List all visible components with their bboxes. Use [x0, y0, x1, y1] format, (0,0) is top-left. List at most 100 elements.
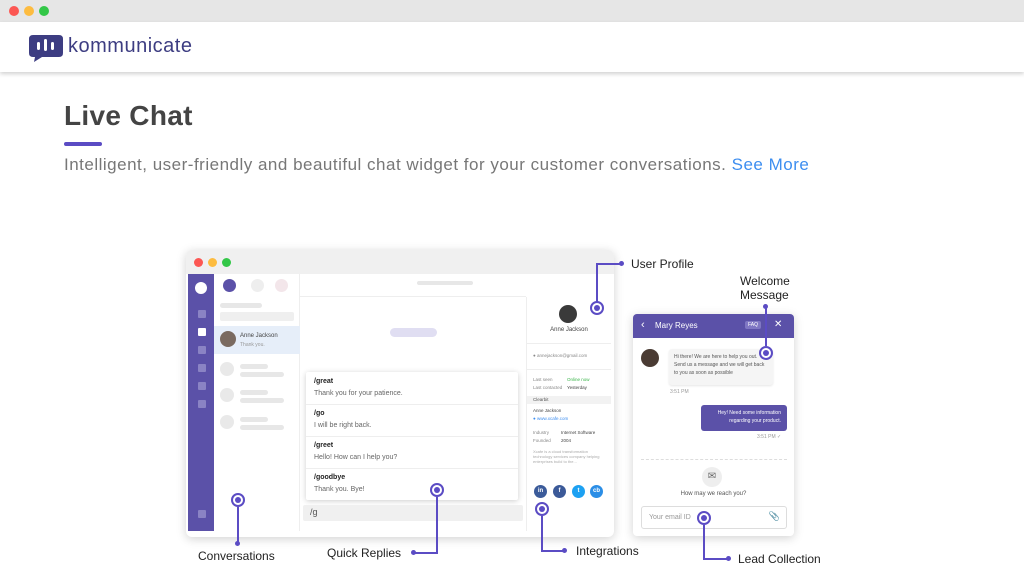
- date-pill: [390, 328, 437, 337]
- close-window-dot[interactable]: [9, 6, 19, 16]
- conversation-name: Anne Jackson: [240, 333, 278, 339]
- nav-item-icon[interactable]: [198, 346, 206, 354]
- mail-icon: ✉: [702, 467, 722, 487]
- company-person: Anne Jackson: [533, 408, 562, 413]
- widget-header: ‹ Mary Reyes FAQ ✕: [633, 314, 794, 338]
- attachment-icon[interactable]: 📎: [768, 511, 780, 521]
- twitter-icon[interactable]: t: [572, 485, 585, 498]
- placeholder-bar: [240, 390, 268, 395]
- placeholder-bar: [240, 417, 268, 422]
- welcome-message-label-line1: Welcome: [740, 274, 790, 288]
- clearbit-section-header: Clearbit: [527, 396, 611, 404]
- connector-endpoint: [235, 541, 240, 546]
- quick-replies-label: Quick Replies: [327, 546, 402, 560]
- connector-endpoint: [411, 550, 416, 555]
- message-input-value: /g: [310, 507, 318, 517]
- avatar: [220, 388, 234, 402]
- placeholder-bar: [220, 303, 262, 308]
- facebook-icon[interactable]: f: [553, 485, 566, 498]
- integrations-label: Integrations: [576, 544, 639, 558]
- kommunicate-logo-icon[interactable]: [28, 33, 64, 63]
- connector-line: [596, 263, 620, 265]
- last-contacted-label: Last contacted: [533, 385, 563, 390]
- lead-collection-marker: [697, 511, 711, 525]
- see-more-link[interactable]: See More: [731, 155, 810, 174]
- quick-reply-item[interactable]: /greet Hello! How can I help you?: [306, 436, 518, 469]
- dash-maximize-dot: [222, 258, 231, 267]
- conversation-panel: [300, 274, 526, 531]
- lead-collection-label: Lead Collection: [738, 552, 821, 566]
- nav-item-icon[interactable]: [198, 400, 206, 408]
- nav-item-icon[interactable]: [198, 364, 206, 372]
- user-profile-panel: Anne Jackson ● annejackson@gmail.com Las…: [526, 297, 611, 531]
- filter-tab-icon[interactable]: [275, 279, 288, 292]
- quick-reply-text: Thank you for your patience.: [314, 390, 403, 397]
- connector-line: [596, 264, 598, 302]
- conversation-list: Anne Jackson Thank you.: [214, 274, 300, 531]
- user-message-time-value: 3:51 PM: [757, 434, 776, 440]
- last-seen-row: Last seen Online now: [533, 377, 590, 382]
- quick-reply-item[interactable]: /goodbye Thank you. Bye!: [306, 468, 518, 501]
- dash-minimize-dot: [208, 258, 217, 267]
- dash-close-dot: [194, 258, 203, 267]
- filter-tab-icon[interactable]: [251, 279, 264, 292]
- dashboard-mockup: Anne Jackson Thank you. /great Thank you…: [186, 250, 614, 537]
- site-header: kommunicate: [0, 22, 1024, 72]
- welcome-message-label-line2: Message: [740, 288, 789, 302]
- maximize-window-dot[interactable]: [39, 6, 49, 16]
- linkedin-icon[interactable]: in: [534, 485, 547, 498]
- connector-line: [765, 306, 767, 346]
- placeholder-bar: [240, 398, 284, 403]
- divider: [641, 459, 787, 460]
- faq-button[interactable]: FAQ: [745, 321, 762, 329]
- last-seen-label: Last seen: [533, 377, 553, 382]
- nav-item-conversations-icon[interactable]: [198, 328, 206, 336]
- placeholder-bar: [240, 364, 268, 369]
- industry-label: Industry: [533, 430, 550, 435]
- quick-reply-command: /great: [314, 378, 334, 385]
- quick-reply-item[interactable]: /great Thank you for your patience.: [306, 372, 518, 405]
- connector-line: [414, 552, 438, 554]
- profile-email-value: annejackson@gmail.com: [536, 353, 588, 358]
- conversation-search-input[interactable]: [220, 312, 294, 321]
- divider: [527, 369, 611, 370]
- email-input[interactable]: Your email ID 📎: [641, 506, 787, 529]
- welcome-message-marker: [759, 346, 773, 360]
- connector-line: [541, 516, 543, 552]
- close-icon[interactable]: ✕: [774, 319, 783, 330]
- filter-tab-icon[interactable]: [223, 279, 236, 292]
- nav-item-icon[interactable]: [198, 310, 206, 318]
- agent-avatar: [641, 349, 659, 367]
- subtitle-text: Intelligent, user-friendly and beautiful…: [64, 155, 727, 174]
- quick-reply-item[interactable]: /go I will be right back.: [306, 404, 518, 437]
- connector-endpoint: [619, 261, 624, 266]
- page-subtitle: Intelligent, user-friendly and beautiful…: [64, 155, 809, 175]
- quick-reply-command: /go: [314, 410, 325, 417]
- dashboard-sidebar-nav: [188, 274, 214, 531]
- nav-item-icon[interactable]: [198, 382, 206, 390]
- industry-value: Internet Software: [561, 430, 596, 435]
- company-website[interactable]: ● www.xcafe.com: [533, 416, 569, 421]
- profile-name: Anne Jackson: [550, 327, 588, 333]
- nav-settings-icon[interactable]: [198, 510, 206, 518]
- crunchbase-icon[interactable]: cb: [590, 485, 603, 498]
- connector-line: [541, 550, 563, 552]
- founded-value: 2004: [561, 438, 572, 443]
- clearbit-label: Clearbit: [533, 397, 549, 402]
- brand-name[interactable]: kommunicate: [68, 35, 193, 57]
- minimize-window-dot[interactable]: [24, 6, 34, 16]
- message-input[interactable]: /g: [303, 505, 523, 521]
- quick-replies-popup: /great Thank you for your patience. /go …: [306, 372, 518, 500]
- quick-reply-text: Thank you. Bye!: [314, 486, 365, 493]
- page-title: Live Chat: [64, 100, 193, 131]
- user-profile-marker: [590, 301, 604, 315]
- welcome-message-bubble: Hi there! We are here to help you out. S…: [669, 349, 773, 385]
- quick-reply-command: /goodbye: [314, 474, 346, 481]
- avatar: [220, 331, 236, 347]
- industry-row: Industry Internet Software: [533, 430, 595, 435]
- nav-avatar-icon[interactable]: [195, 282, 207, 294]
- conversation-item-selected[interactable]: Anne Jackson Thank you.: [214, 326, 300, 354]
- welcome-message-time: 3:51 PM: [670, 389, 689, 395]
- back-chevron-icon[interactable]: ‹: [641, 319, 645, 331]
- reach-prompt: How may we reach you?: [680, 491, 747, 497]
